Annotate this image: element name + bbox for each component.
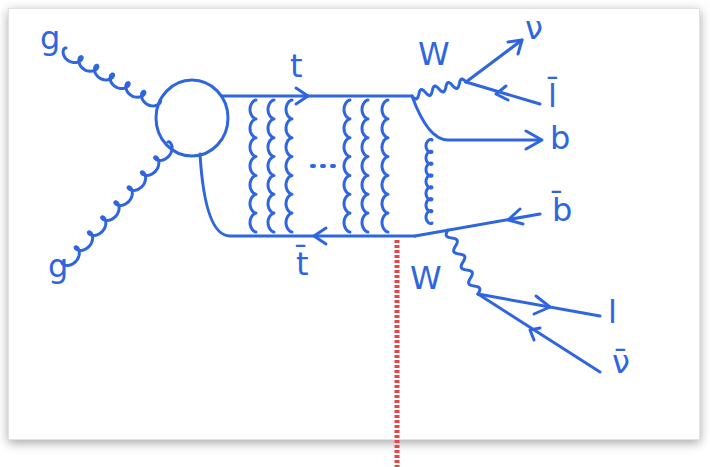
gluon-rung <box>344 100 350 232</box>
lepton-label: l̄ <box>548 80 557 112</box>
neutrino-line <box>466 40 522 82</box>
neutrino-label: ν̄ <box>612 346 630 378</box>
b-quark-line <box>412 96 540 140</box>
gluon-ladder <box>250 100 432 232</box>
dots <box>312 164 334 168</box>
antineutrino-line <box>478 294 600 372</box>
arrow <box>526 131 542 149</box>
arrow <box>534 296 550 314</box>
gluon-rung <box>362 100 368 232</box>
gluon-label: g <box>48 250 68 282</box>
quark-label: b <box>550 122 570 154</box>
gluon-rung <box>250 100 256 232</box>
neutrino-label: ν <box>525 12 543 44</box>
gluon-line <box>63 48 161 106</box>
gluon-rung <box>268 100 274 232</box>
arrow <box>296 88 308 104</box>
w-boson-line <box>446 230 480 294</box>
antilepton-line <box>466 82 540 104</box>
w-boson-line <box>412 79 466 99</box>
arrow <box>508 40 522 54</box>
gluon-line <box>62 142 172 266</box>
gluon-rung <box>382 100 388 232</box>
arrow <box>530 328 540 340</box>
boson-label: W <box>410 262 442 294</box>
gluon-label: g <box>40 22 60 54</box>
cut-line <box>395 240 400 467</box>
arrow <box>508 209 523 224</box>
quark-label: b̄ <box>552 194 572 226</box>
blob <box>156 80 228 156</box>
quark-label: t̄ <box>296 248 309 280</box>
gluon-rung <box>426 139 432 223</box>
boson-label: W <box>418 38 450 70</box>
arrow <box>496 86 508 100</box>
lepton-label: l <box>608 296 617 328</box>
gluon-rung <box>286 100 292 232</box>
arrow <box>314 228 326 244</box>
top-quark-line <box>222 95 412 98</box>
quark-label: t <box>290 50 303 82</box>
